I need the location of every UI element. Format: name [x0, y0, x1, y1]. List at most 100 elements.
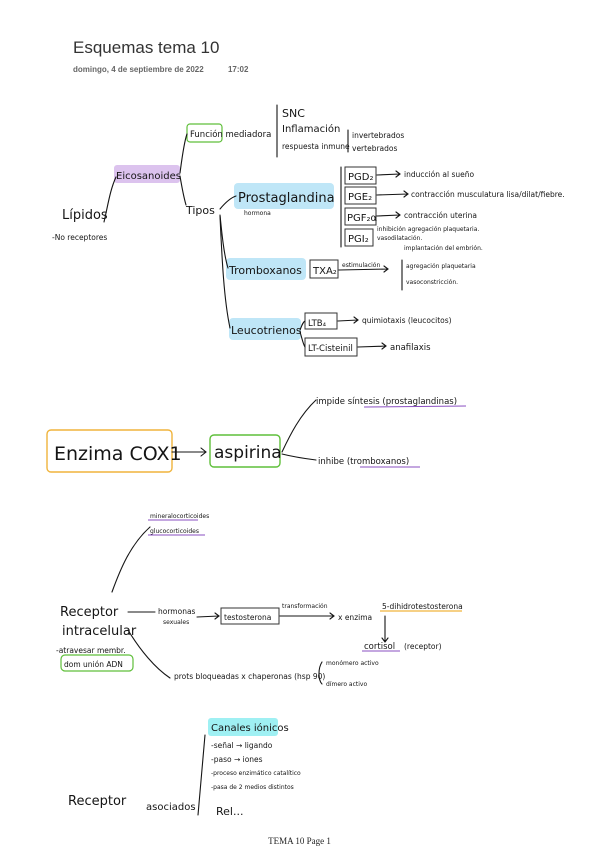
- text-dihidro: 5-dihidrotestosterona: [382, 602, 463, 611]
- text-ltb4-effect: quimiotaxis (leucocitos): [362, 316, 452, 325]
- line-eicosanoides-tipos: [179, 175, 187, 206]
- box-dom-union: [60, 654, 134, 672]
- text-pgf2a: PGF₂α: [347, 213, 378, 224]
- line-tipos-prosta: [219, 195, 237, 210]
- highlight-eicosanoides: [114, 165, 180, 183]
- text-mineralocorticoides: mineralocorticoides: [150, 513, 209, 520]
- line-lipidos-eicosanoides: [103, 176, 117, 223]
- arrow-ltc: [357, 342, 387, 350]
- text-inhibe: inhibe (tromboxanos): [318, 457, 409, 467]
- text-pgi2-effect-3: implantación del embrión.: [404, 245, 483, 252]
- arrow-enzima-aspirina: [171, 447, 207, 457]
- arrow-ltb4: [337, 316, 359, 324]
- text-funcion-mediadora: Función mediadora: [190, 129, 271, 140]
- text-lt-effect: anafilaxis: [390, 343, 431, 353]
- arrow-pge2: [376, 190, 409, 198]
- text-glucocorticoides: glucocorticoides: [150, 528, 199, 535]
- text-ltb4: LTB₄: [308, 319, 327, 329]
- text-atravesar: -atravesar membr.: [56, 646, 126, 655]
- text-pgi2: PGI₂: [348, 234, 369, 245]
- line-canales-stem: [197, 734, 206, 816]
- highlight-leucotrienos: [229, 318, 301, 340]
- box-pgf2a: [344, 207, 377, 226]
- text-dimero: dímero activo: [326, 681, 367, 688]
- highlight-prostaglandina: [234, 183, 334, 209]
- highlight-tromboxanos: [226, 258, 306, 280]
- text-vertebrados: vertebrados: [352, 144, 397, 153]
- text-pgd2-effect: inducción al sueño: [404, 170, 475, 179]
- text-txa2-effect-1: agregación plaquetaria: [406, 263, 476, 270]
- highlight-canales: [208, 718, 278, 736]
- text-prostaglandina: Prostaglandina: [238, 191, 335, 206]
- text-paso: -paso → iones: [211, 755, 263, 764]
- line-leuco-ltb4: [299, 320, 306, 331]
- text-hormonas-2: sexuales: [163, 619, 189, 626]
- line-aspirina-inhibe: [281, 453, 317, 461]
- arrow-pgf2a: [376, 211, 401, 219]
- box-funcion: [186, 123, 223, 143]
- text-impide: impide síntesis (prostaglandinas): [316, 397, 457, 407]
- arrow-dihidro-cortisol: [381, 615, 389, 643]
- box-pge2: [344, 186, 377, 205]
- page-title: Esquemas tema 10: [73, 38, 220, 57]
- text-txa2-effect-2: vasoconstricción.: [406, 279, 458, 286]
- text-lt-cisteinil: LT-Cisteinil: [308, 344, 353, 354]
- line-receptor-prots: [127, 629, 171, 679]
- text-hormona: hormona: [244, 210, 271, 217]
- text-senal: -señal → ligando: [211, 741, 273, 750]
- text-asociados: asociados: [146, 802, 196, 813]
- text-cortisol-receptor: (receptor): [404, 642, 442, 651]
- box-pgi2: [344, 228, 374, 247]
- text-cortisol: cortisol: [364, 642, 395, 652]
- line-leuco-ltc: [299, 331, 306, 348]
- line-aspirina-impide: [281, 399, 317, 453]
- text-estimulacion: estimulación: [342, 262, 380, 269]
- box-enzima: [46, 429, 173, 473]
- page-date: domingo, 4 de septiembre de 2022: [73, 65, 204, 74]
- line-receptor-up: [111, 526, 151, 593]
- arrow-txa2: [338, 265, 389, 273]
- text-lipidos: Lípidos: [62, 208, 108, 223]
- text-receptor-bottom: Receptor: [68, 794, 127, 809]
- line-eicosanoides-funcion: [179, 133, 188, 174]
- text-receptor-intracelular-1: Receptor: [60, 605, 119, 620]
- text-tromboxanos: Tromboxanos: [228, 264, 302, 277]
- text-enzima: Enzima COX1: [54, 443, 182, 465]
- text-canales: Canales iónicos: [211, 722, 289, 734]
- text-pgi2-effect-1: inhibición agregación plaquetaria.: [377, 226, 479, 233]
- text-aspirina: aspirina: [214, 443, 282, 463]
- page-time: 17:02: [227, 65, 249, 74]
- box-txa2: [309, 259, 339, 279]
- text-eicosanoides: Eicosanoides: [116, 171, 181, 182]
- box-pgd2: [344, 166, 377, 185]
- text-pgf2a-effect: contracción uterina: [404, 211, 477, 220]
- text-transformacion: transformación: [282, 603, 328, 610]
- text-tipos: Tipos: [185, 204, 215, 217]
- box-aspirina: [209, 434, 281, 468]
- text-pasa: -pasa de 2 medios distintos: [211, 784, 294, 791]
- brace-monomero: [318, 661, 323, 685]
- page-meta: domingo, 4 de septiembre de 2022 17:02: [73, 65, 248, 74]
- text-no-receptores: -No receptores: [52, 233, 107, 242]
- text-pge2: PGE₂: [348, 192, 372, 203]
- text-pgd2: PGD₂: [348, 172, 374, 183]
- underline-impide: [363, 405, 467, 408]
- text-txa2: TXA₂: [312, 266, 337, 277]
- text-x-enzima: x enzima: [338, 613, 372, 622]
- text-prots: prots bloqueadas x chaperonas (hsp 90): [174, 672, 325, 681]
- text-snc: SNC: [282, 107, 305, 120]
- text-dom-union: dom unión ADN: [64, 660, 123, 669]
- text-pgi2-effect-2: vasodilatación.: [377, 235, 422, 242]
- text-respuesta-inmune: respuesta inmune: [282, 142, 350, 151]
- text-receptor-intracelular-2: intracelular: [62, 624, 137, 639]
- arrow-pgd2: [376, 170, 401, 178]
- page-footer: TEMA 10 Page 1: [268, 836, 331, 846]
- text-pge2-effect: contracción musculatura lisa/dilat/fiebr…: [411, 190, 565, 199]
- line-tipos-leuco: [219, 215, 231, 329]
- arrow-testo-x: [279, 612, 335, 620]
- text-leucotrienos: Leucotrienos: [231, 324, 302, 337]
- box-testosterona: [220, 607, 280, 625]
- text-invertebrados: invertebrados: [352, 131, 404, 140]
- text-monomero: monómero activo: [326, 660, 379, 667]
